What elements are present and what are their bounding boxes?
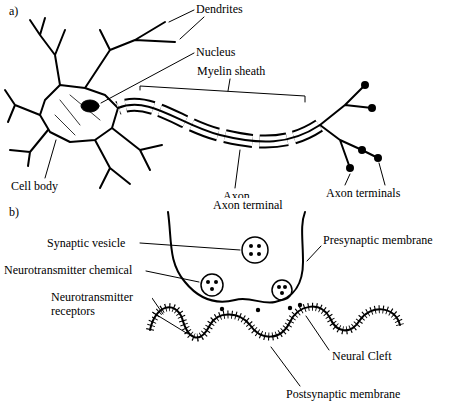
nucleus [81,100,99,112]
part-label: Axon terminal [212,198,284,212]
myelin-sheath [118,105,320,142]
leader-lines [45,10,385,188]
part-label: Neural Cleft [331,349,393,363]
neurotransmitter-receptors [150,307,400,338]
part-label: Myelin sheath [196,64,266,78]
part-label: Neurotransmitter chemical [3,263,133,277]
part-label: Presynaptic membrane [322,233,434,247]
axon-terminals [320,82,381,171]
presynaptic-membrane [168,212,305,303]
part-label: a) [8,4,19,18]
postsynaptic-membrane [150,307,400,338]
axon [118,105,320,142]
part-label: Nucleus [195,45,236,59]
part-label: Synaptic vesicle [46,236,126,250]
part-label: Cell body [10,179,59,193]
part-label: b) [8,205,20,219]
leader-lines [140,243,329,386]
cell-body [40,85,118,142]
part-label: Axon terminals [325,186,401,200]
part-label: Neurotransmitter receptors [50,290,152,318]
part-label: Postsynaptic membrane [285,387,401,401]
part-label: Dendrites [195,2,244,16]
synaptic-vesicles [201,237,292,300]
